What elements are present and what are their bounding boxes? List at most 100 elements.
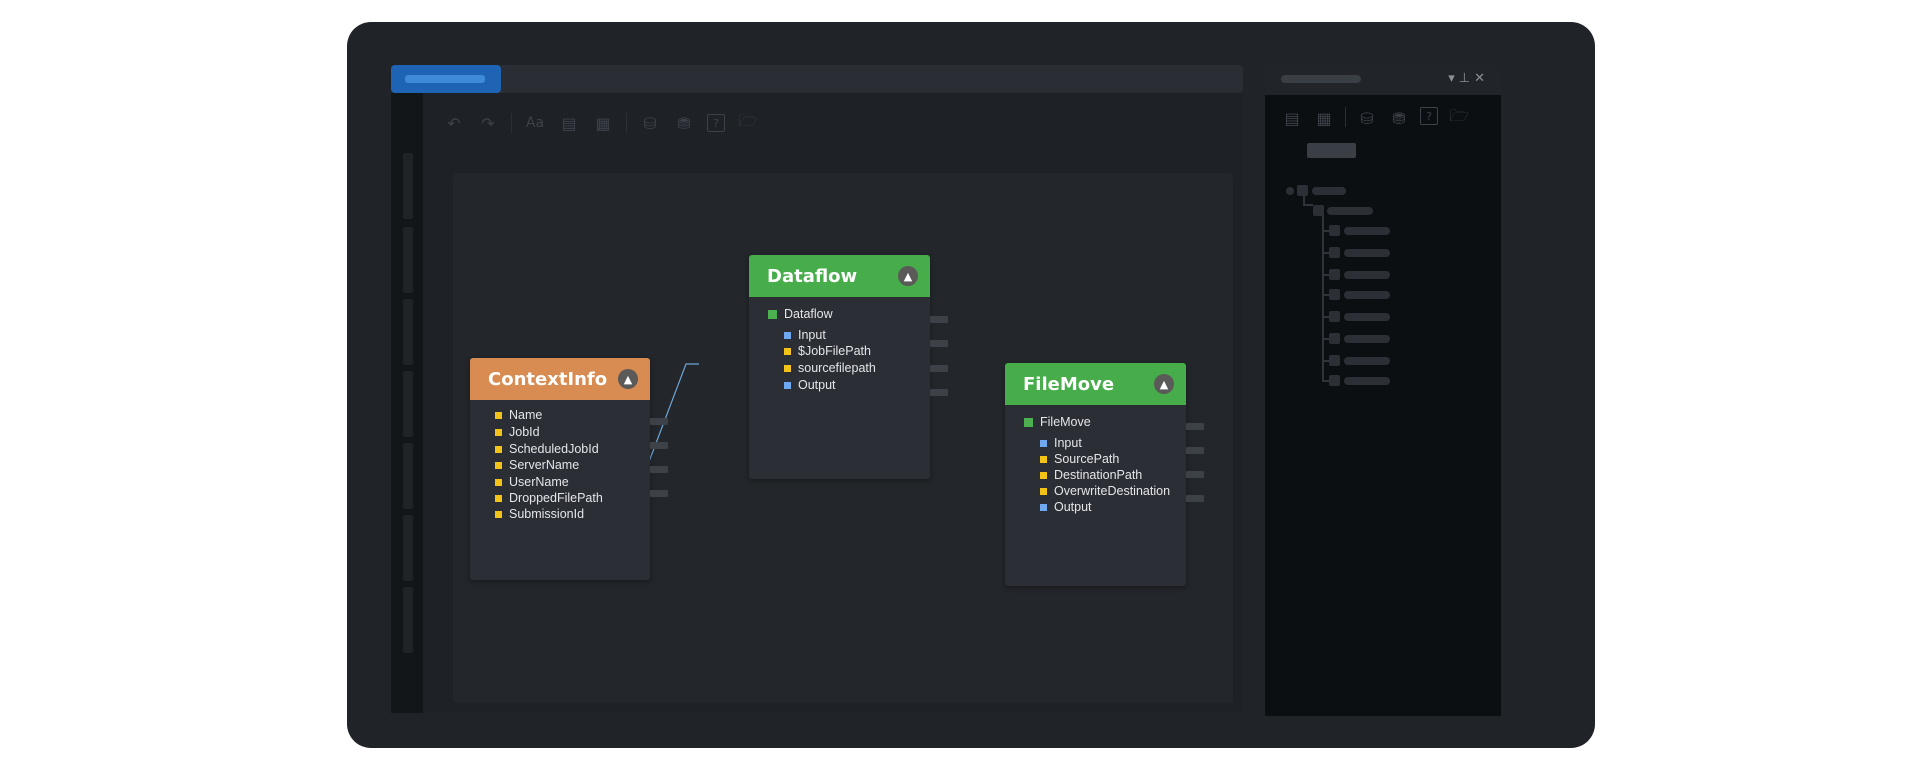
database-icon[interactable]: ⛁: [643, 113, 657, 133]
field-row: ServerName: [495, 458, 579, 472]
output-port[interactable]: [1186, 423, 1204, 430]
tree-node-icon: [1297, 185, 1308, 196]
param-icon: [495, 478, 502, 486]
param-icon: [495, 445, 502, 453]
document-tab-bar: [391, 65, 1243, 93]
tree-node-label[interactable]: [1312, 187, 1346, 195]
save-all-icon[interactable]: ▦: [1316, 108, 1332, 128]
field-row: Input: [1040, 436, 1082, 450]
field-label: $JobFilePath: [798, 344, 871, 358]
help-icon[interactable]: ?: [707, 114, 725, 132]
open-folder-icon[interactable]: 🗁: [738, 110, 758, 130]
output-port[interactable]: [1186, 495, 1204, 502]
tree-node-label[interactable]: [1344, 357, 1390, 365]
output-port[interactable]: [930, 316, 948, 323]
tree-node-label[interactable]: [1344, 227, 1390, 235]
tree-node-label[interactable]: [1327, 207, 1373, 215]
tree-node-label[interactable]: [1344, 271, 1390, 279]
toolbox-section[interactable]: [403, 299, 413, 365]
toolbox-section[interactable]: [403, 153, 413, 219]
tree-connector: [1322, 211, 1324, 382]
toolbox-section[interactable]: [403, 515, 413, 581]
param-icon: [784, 364, 791, 372]
field-row: $JobFilePath: [784, 344, 871, 358]
node-filemove[interactable]: FileMove ▲ FileMove Input SourcePath Des…: [1005, 363, 1204, 586]
group-row: FileMove: [1024, 415, 1091, 429]
node-header[interactable]: Dataflow ▲: [749, 255, 930, 297]
field-label: DestinationPath: [1054, 468, 1143, 482]
chevron-down-icon[interactable]: ▾: [1448, 71, 1455, 86]
param-icon: [1040, 471, 1047, 479]
workflow-editor: ↶ ↷ Aa ▤ ▦ ⛁ ⛃ ? 🗁 ContextInfo: [423, 93, 1243, 713]
tree-connector: [1322, 294, 1330, 296]
tree-node-icon: [1329, 311, 1340, 322]
node-dataflow[interactable]: Dataflow ▲ Dataflow Input $JobFilePath s…: [749, 255, 948, 479]
tree-node-label[interactable]: [1344, 377, 1390, 385]
output-port[interactable]: [650, 418, 668, 425]
tree-node-label[interactable]: [1344, 335, 1390, 343]
open-folder-icon[interactable]: 🗁: [1449, 105, 1469, 125]
node-header[interactable]: ContextInfo ▲: [470, 358, 650, 400]
database-add-icon[interactable]: ⛃: [677, 113, 691, 133]
panel-action-button[interactable]: [1307, 143, 1356, 158]
tree-node-label[interactable]: [1344, 313, 1390, 321]
tree-connector: [1322, 316, 1330, 318]
output-port[interactable]: [1186, 447, 1204, 454]
undo-icon[interactable]: ↶: [447, 113, 461, 133]
editor-toolbar: ↶ ↷ Aa ▤ ▦ ⛁ ⛃ ? 🗁: [443, 111, 759, 135]
tree-node-icon: [1329, 289, 1340, 300]
output-port[interactable]: [1186, 471, 1204, 478]
collapse-icon[interactable]: ▲: [618, 369, 638, 389]
toolbox-section[interactable]: [403, 587, 413, 653]
field-label: UserName: [509, 475, 569, 489]
param-icon: [495, 510, 502, 518]
save-icon[interactable]: ▤: [1284, 108, 1300, 128]
database-icon[interactable]: ⛁: [1360, 108, 1374, 128]
redo-icon[interactable]: ↷: [481, 113, 495, 133]
toolbar-divider: [626, 113, 627, 133]
pin-icon[interactable]: ⊥: [1458, 71, 1471, 86]
tree-node-icon: [1329, 247, 1340, 258]
field-row: Name: [495, 408, 542, 422]
tree-node-icon: [1329, 333, 1340, 344]
output-port[interactable]: [650, 466, 668, 473]
param-icon: [1040, 487, 1047, 495]
diagram-canvas[interactable]: ContextInfo ▲ Name JobId ScheduledJobId …: [453, 173, 1233, 703]
input-icon: [784, 331, 791, 339]
toolbox-section[interactable]: [403, 443, 413, 509]
tab-active-document[interactable]: [391, 65, 501, 93]
collapse-icon[interactable]: ▲: [1154, 374, 1174, 394]
output-port[interactable]: [930, 365, 948, 372]
param-icon: [495, 494, 502, 502]
field-row: Output: [1040, 500, 1092, 514]
group-label: FileMove: [1040, 415, 1091, 429]
tree-expand-toggle[interactable]: [1286, 187, 1294, 195]
input-icon: [1040, 439, 1047, 447]
panel-header: ▾ ⊥ ✕: [1265, 65, 1501, 95]
toolbox-section[interactable]: [403, 227, 413, 293]
save-all-icon[interactable]: ▦: [595, 113, 611, 133]
node-contextinfo[interactable]: ContextInfo ▲ Name JobId ScheduledJobId …: [470, 358, 668, 580]
close-icon[interactable]: ✕: [1474, 71, 1485, 86]
output-port[interactable]: [930, 389, 948, 396]
field-row: DestinationPath: [1040, 468, 1142, 482]
group-label: Dataflow: [784, 307, 833, 321]
tree-node-label[interactable]: [1344, 291, 1390, 299]
toolbox-section[interactable]: [403, 371, 413, 437]
tree-node-icon: [1329, 269, 1340, 280]
output-icon: [784, 381, 791, 389]
help-icon[interactable]: ?: [1420, 107, 1438, 125]
field-row: JobId: [495, 425, 540, 439]
output-port[interactable]: [930, 340, 948, 347]
output-port[interactable]: [650, 442, 668, 449]
left-toolbox-strip: [391, 93, 423, 713]
collapse-icon[interactable]: ▲: [898, 266, 918, 286]
output-port[interactable]: [650, 490, 668, 497]
text-style-icon[interactable]: Aa: [525, 115, 545, 131]
save-icon[interactable]: ▤: [561, 113, 577, 133]
tree-node-icon: [1329, 355, 1340, 366]
field-row: sourcefilepath: [784, 361, 876, 375]
tree-node-label[interactable]: [1344, 249, 1390, 257]
database-add-icon[interactable]: ⛃: [1392, 108, 1406, 128]
node-header[interactable]: FileMove ▲: [1005, 363, 1186, 405]
